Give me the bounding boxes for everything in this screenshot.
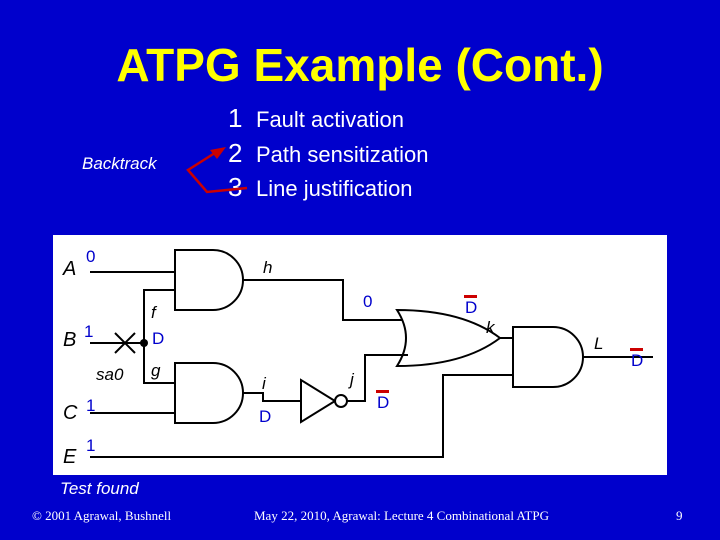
input-c-name: C [63,402,78,424]
slide-title: ATPG Example (Cont.) [116,39,604,91]
signal-l-value: D [631,351,643,370]
signal-i-value: D [259,407,271,426]
input-e-value: 1 [86,436,95,455]
step-1: 1 Fault activation [228,103,404,134]
signal-l: L [594,334,603,353]
not-gate [300,378,337,424]
step-1-text: Fault activation [256,107,404,132]
signal-h: h [263,258,272,277]
step-3-number: 3 [228,172,243,202]
wire-i [243,392,301,402]
backtrack-arrowhead [210,147,226,159]
wire-g [143,343,175,384]
input-c-value: 1 [86,396,95,415]
signal-k: k [486,318,496,337]
step-1-number: 1 [228,103,243,133]
fault-label: sa0 [96,365,124,384]
input-b-value: 1 [84,322,93,341]
step-3-text: Line justification [256,176,413,201]
step-3: 3 Line justification [228,172,413,203]
signal-g: g [151,361,161,380]
signal-j: j [348,370,355,389]
and-gate-h [174,249,244,311]
fault-cross [114,332,136,354]
not-bubble [334,394,348,408]
circuit-panel: A B C E 0 1 1 1 sa0 f g h i j k L D 0 D … [53,235,667,475]
wire-f [143,289,175,343]
signal-f-value: D [152,329,164,348]
wire-j [347,354,408,402]
or-gate-k [395,308,502,368]
wire-h [243,279,403,321]
and-gate-l [512,326,584,388]
footer-lecture: May 22, 2010, Agrawal: Lecture 4 Combina… [254,508,549,523]
wire-e [90,374,513,458]
signal-k-bar [464,295,477,298]
signal-i: i [262,374,267,393]
step-2-number: 2 [228,138,243,168]
footer-copyright: © 2001 Agrawal, Bushnell [32,508,172,523]
signal-f: f [151,303,158,322]
signal-j-value: D [377,393,389,412]
test-found-label: Test found [60,479,139,498]
and-gate-i [174,362,244,424]
input-e-name: E [63,446,77,468]
input-a-value: 0 [86,247,95,266]
signal-h-value: 0 [363,292,372,311]
page-number: 9 [676,508,683,523]
signal-l-bar [630,348,643,351]
backtrack-label: Backtrack [82,154,157,173]
input-b-name: B [63,329,76,351]
circuit-diagram: A B C E 0 1 1 1 sa0 f g h i j k L D 0 D … [62,247,653,468]
step-2: 2 Path sensitization [228,138,428,169]
signal-k-value: D [465,298,477,317]
input-a-name: A [62,258,76,280]
step-2-text: Path sensitization [256,142,429,167]
signal-j-bar [376,390,389,393]
fanout-dot [140,339,148,347]
